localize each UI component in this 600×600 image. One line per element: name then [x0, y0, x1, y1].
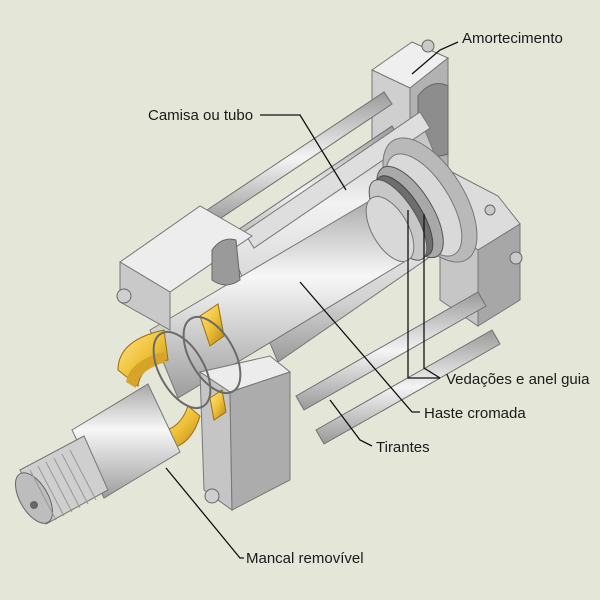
label-mancal: Mancal removível: [246, 550, 364, 567]
rod-end-threaded: [14, 383, 181, 525]
tie-rods-lower: [295, 291, 501, 445]
label-vedacoes: Vedações e anel guia: [446, 371, 590, 388]
label-amortecimento: Amortecimento: [462, 30, 563, 47]
label-camisa: Camisa ou tubo: [148, 107, 253, 124]
label-tirantes: Tirantes: [376, 439, 430, 456]
label-haste: Haste cromada: [424, 405, 526, 422]
leader-lines: [165, 41, 459, 559]
